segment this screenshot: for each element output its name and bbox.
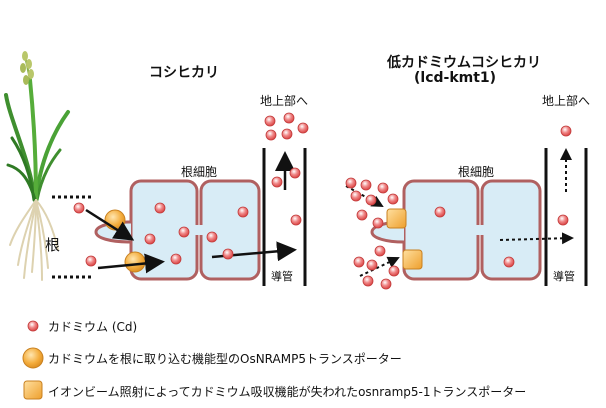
cadmium-dot-icon [222,248,234,260]
left-title: コシヒカリ [149,65,219,81]
left-root-cells [94,179,261,281]
cadmium-dot-icon [345,177,357,189]
left-root-cell-label: 根細胞 [181,165,218,179]
cadmium-dot-icon [388,265,400,277]
uptake-arrow [85,208,135,241]
legend-nonfunctional-transporter-icon [23,380,43,400]
rice-plant-icon [4,51,70,281]
cadmium-dot-icon [237,206,249,218]
right-root-cell-label: 根細胞 [458,165,495,179]
cadmium-dot-icon [503,256,515,268]
right-title: 低カドミウムコシヒカリ [387,55,541,71]
cadmium-dot-icon [289,167,301,179]
cadmium-dot-icon [366,259,378,271]
legend-functional-transporter-icon [22,347,44,369]
right-subtitle: (lcd-kmt1) [414,70,497,86]
cadmium-dot-icon [290,214,302,226]
left-root-cell-2 [199,179,261,281]
left-cadmium-dots [73,112,309,267]
nonfunctional-transporter-icon [402,249,423,270]
legend-cadmium-text: カドミウム (Cd) [48,320,138,334]
cadmium-dot-icon [377,182,389,194]
cadmium-dot-icon [178,226,190,238]
cadmium-dot-icon [264,115,276,127]
cadmium-dot-icon [434,206,446,218]
cadmium-dot-icon [374,245,386,257]
cadmium-dot-icon [387,193,399,205]
left-xylem-label: 導管 [271,270,293,283]
cadmium-dot-icon [353,256,365,268]
legend-nonfunctional-transporter-text: イオンビーム照射によってカドミウム吸収機能が失われたosnramp5-1トランス… [48,385,527,399]
cadmium-dot-icon [265,129,277,141]
cadmium-dot-icon [154,202,166,214]
cadmium-dot-icon [281,128,293,140]
cadmium-dot-icon [170,253,182,265]
legend-functional-transporter-text: カドミウムを根に取り込む機能型のOsNRAMP5トランスポーター [48,352,402,366]
cadmium-dot-icon [360,179,372,191]
root-label: 根 [45,236,61,254]
blocked-uptake-arrow [345,185,384,207]
cadmium-dot-icon [560,125,572,137]
cadmium-dot-icon [380,278,392,290]
nonfunctional-transporter-icon [386,208,407,229]
cadmium-dot-icon [206,231,218,243]
left-to-shoot-label: 地上部へ [260,94,309,108]
reduced-transport-arrow [499,232,574,245]
cadmium-dot-icon [356,209,368,221]
cadmium-dot-icon [73,202,85,214]
cadmium-dot-icon [283,112,295,124]
right-cadmium-dots [345,125,572,290]
uptake-arrow [97,253,165,274]
right-to-shoot-label: 地上部へ [542,94,591,108]
cadmium-dot-icon [372,217,384,229]
cadmium-dot-icon [557,214,569,226]
cadmium-dot-icon [297,122,309,134]
cadmium-dot-icon [362,275,374,287]
functional-transporter-icon [124,251,146,273]
blocked-uptake-arrow [359,256,400,277]
cadmium-dot-icon [350,190,362,202]
cadmium-dot-icon [365,194,377,206]
legend-cadmium-dot-icon [27,320,39,332]
cadmium-dot-icon [85,255,97,267]
cadmium-dot-icon [144,233,156,245]
right-xylem-label: 導管 [553,270,575,283]
cadmium-dot-icon [271,176,283,188]
